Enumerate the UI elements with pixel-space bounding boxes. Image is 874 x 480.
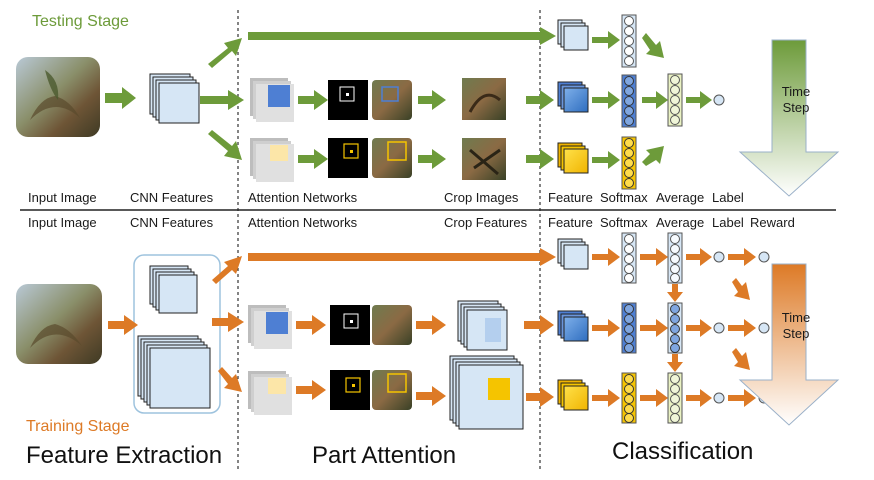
arrow-long-top-test: [248, 27, 556, 45]
arrow-crop-test2: [418, 149, 446, 169]
test-label-cnn-features: CNN Features: [130, 190, 214, 205]
training-average-bottom: [667, 372, 683, 424]
testing-attention-crop-1: [372, 80, 412, 120]
testing-crop-image-2: [462, 138, 506, 180]
testing-average-column: [667, 73, 683, 127]
test-label-attention-networks: Attention Networks: [248, 190, 358, 205]
testing-crop-image-1: [462, 78, 506, 120]
testing-cnn-features-stack: [149, 73, 200, 124]
testing-softmax-yellow: [621, 136, 637, 190]
training-average-top: [667, 232, 683, 284]
training-cnn-features-large: [137, 335, 211, 409]
training-crop-features-yellow: [449, 355, 524, 430]
arrow-long-top-train: [248, 248, 556, 266]
testing-time-step-arrow: [738, 39, 840, 197]
arrow-crop-test1: [418, 90, 446, 110]
train-label-label: Label: [712, 215, 744, 230]
arrow-attn-map-test2: [298, 149, 328, 169]
testing-attention-map-1: [328, 80, 368, 120]
training-attention-map-2: [330, 370, 370, 410]
training-crop-features-blue: [457, 300, 508, 351]
test-label-average: Average: [656, 190, 705, 205]
test-label-softmax: Softmax: [600, 190, 648, 205]
training-attention-crop-2: [372, 370, 412, 410]
training-attention-yellow: [248, 371, 292, 415]
arrow-cnn-bottom-test: [208, 130, 242, 160]
train-label-softmax: Softmax: [600, 215, 648, 230]
testing-softmax-blue: [621, 74, 637, 128]
testing-feature-cube-yellow: [557, 142, 589, 174]
training-attention-map-1: [330, 305, 370, 345]
testing-softmax-top: [621, 14, 637, 68]
testing-stage-title: Testing Stage: [32, 13, 129, 30]
testing-attention-yellow: [250, 138, 294, 182]
section-part-attention: Part Attention: [312, 442, 457, 469]
testing-input-image: [16, 57, 100, 137]
arrow-cropimg-feature-test2: [526, 149, 554, 169]
train-label-cnn-features: CNN Features: [130, 215, 214, 230]
testing-attention-map-2: [328, 138, 368, 178]
train-label-average: Average: [656, 215, 705, 230]
test-label-feature: Feature: [548, 190, 593, 205]
arrow-cropimg-feature-test1: [526, 90, 554, 110]
training-feature-cube-yellow: [557, 379, 589, 411]
training-time-step-label: Time Step: [781, 310, 811, 341]
testing-attention-crop-2: [372, 138, 412, 178]
train-label-input-image: Input Image: [28, 215, 97, 230]
test-label-crop-images: Crop Images: [444, 190, 519, 205]
section-classification: Classification: [612, 438, 754, 465]
section-feature-extraction: Feature Extraction: [26, 442, 223, 469]
test-label-input-image: Input Image: [28, 190, 97, 205]
training-stage-title: Training Stage: [26, 418, 130, 435]
training-attention-blue: [248, 305, 292, 349]
training-attention-crop-1: [372, 305, 412, 345]
training-feature-cube-top: [557, 238, 589, 270]
arrow-attn-map-test1: [298, 90, 328, 110]
testing-feature-cube-blue: [557, 81, 589, 113]
testing-time-step-label: Time Step: [781, 84, 811, 115]
train-label-attention-networks: Attention Networks: [248, 215, 358, 230]
testing-label-node: [713, 94, 725, 106]
testing-attention-blue: [250, 78, 294, 122]
arrow-input-cnn-test: [105, 87, 136, 109]
training-average-mid: [667, 302, 683, 354]
arrow-cnn-attn-mid-test: [200, 90, 244, 110]
train-label-crop-features: Crop Features: [444, 215, 528, 230]
testing-feature-cube-top: [557, 19, 589, 51]
train-label-feature: Feature: [548, 215, 593, 230]
training-softmax-top: [621, 232, 637, 284]
training-softmax-yellow: [621, 372, 637, 424]
training-input-image: [16, 284, 102, 364]
training-time-step-arrow: [738, 263, 840, 426]
training-softmax-blue: [621, 302, 637, 354]
arrow-cnn-top-test: [208, 38, 242, 68]
training-cnn-features-small: [149, 265, 198, 314]
training-feature-cube-blue: [557, 310, 589, 342]
test-label-label: Label: [712, 190, 744, 205]
train-label-reward: Reward: [750, 215, 795, 230]
